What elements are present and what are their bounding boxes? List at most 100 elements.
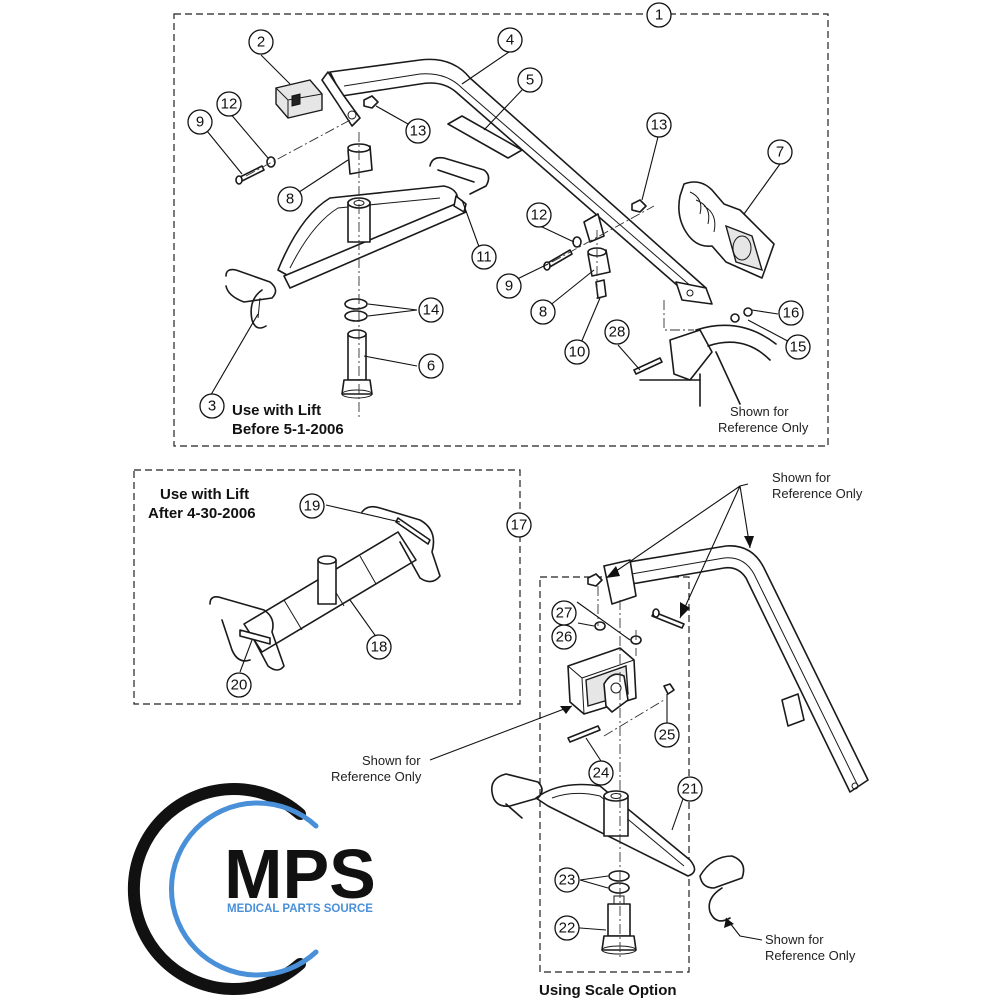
svg-text:15: 15	[790, 339, 807, 356]
bushing-8-right	[587, 247, 611, 277]
svg-text:10: 10	[569, 344, 586, 361]
callout-25: 25	[654, 722, 680, 748]
note-ref-top-1: Shown for	[730, 404, 789, 419]
bolt-24	[567, 725, 601, 743]
mps-logo: MPS MEDICAL PARTS SOURCE	[127, 783, 376, 995]
bolt-19	[395, 517, 431, 545]
svg-text:9: 9	[505, 278, 513, 295]
note-ref-left-1: Shown for	[362, 753, 421, 768]
nut-upper	[587, 573, 603, 587]
caption-after-line1: Use with Lift	[160, 486, 249, 503]
callout-24: 24	[588, 760, 614, 786]
callout-27: 27	[551, 600, 577, 626]
svg-text:18: 18	[371, 639, 388, 656]
caption-after-line2: After 4-30-2006	[148, 505, 256, 522]
note-ref-left-2: Reference Only	[331, 769, 422, 784]
snap-hook-reference	[708, 887, 731, 922]
spreader-bar-21	[490, 773, 745, 889]
nut-25	[663, 683, 675, 695]
bolt-20	[239, 629, 271, 645]
callout-8b: 8	[530, 299, 556, 325]
logo-swoosh-blue	[168, 800, 319, 978]
svg-text:11: 11	[476, 249, 492, 266]
callout-14: 14	[418, 297, 444, 323]
mount-bracket-reference	[633, 300, 777, 407]
assembly-21-boundary	[539, 576, 690, 973]
svg-text:14: 14	[423, 302, 440, 319]
spreader-bar-11	[225, 156, 490, 303]
bolt-upper	[651, 608, 685, 629]
svg-text:2: 2	[257, 34, 265, 51]
note-ref-right-1: Shown for	[772, 470, 831, 485]
boom-arm-4	[321, 58, 713, 305]
nut-13-right	[631, 199, 647, 213]
pin-10	[595, 279, 607, 299]
svg-text:12: 12	[221, 96, 238, 113]
note-ref-bottom-2: Reference Only	[765, 948, 856, 963]
callout-12a: 12	[216, 91, 242, 117]
leader-arrows	[560, 536, 754, 928]
svg-text:8: 8	[286, 191, 294, 208]
caption-scale-option: Using Scale Option	[539, 982, 677, 999]
post-22	[601, 895, 637, 955]
svg-text:25: 25	[659, 727, 676, 744]
svg-text:13: 13	[410, 123, 427, 140]
washer-12-right	[572, 236, 582, 248]
bushing-8-left	[347, 143, 373, 175]
callout-28: 28	[604, 319, 630, 345]
svg-text:7: 7	[776, 144, 784, 161]
callout-2: 2	[248, 29, 274, 55]
svg-text:26: 26	[556, 629, 573, 646]
callout-7: 7	[767, 139, 793, 165]
callout-8a: 8	[277, 186, 303, 212]
callout-10: 10	[564, 339, 590, 365]
note-ref-bottom-1: Shown for	[765, 932, 824, 947]
callout-4: 4	[497, 27, 523, 53]
callout-1: 1	[646, 2, 672, 28]
callout-5: 5	[517, 67, 543, 93]
callout-9b: 9	[496, 273, 522, 299]
svg-text:22: 22	[559, 920, 576, 937]
washer-12-left	[266, 156, 276, 168]
callout-17: 17	[506, 512, 532, 538]
callout-22: 22	[554, 915, 580, 941]
nut-13-left	[363, 95, 379, 109]
logo-subtitle: MEDICAL PARTS SOURCE	[227, 903, 373, 915]
callout-11: 11	[471, 244, 497, 270]
svg-text:3: 3	[208, 398, 216, 415]
washers-14	[344, 298, 368, 322]
callout-9a: 9	[187, 109, 213, 135]
scale-block-2	[275, 79, 323, 119]
callout-6: 6	[418, 353, 444, 379]
washer-26	[594, 621, 606, 631]
callout-bubbles: 1 2 3 4 5 6 7 8 8 9 9 10 11 12 12 13 13 …	[187, 2, 811, 941]
boom-arm-reference	[603, 545, 869, 793]
callout-21: 21	[677, 776, 703, 802]
svg-text:6: 6	[427, 358, 435, 375]
assembly-17-boundary	[133, 469, 521, 705]
callout-13a: 13	[405, 118, 431, 144]
svg-text:13: 13	[651, 117, 668, 134]
svg-text:28: 28	[609, 324, 626, 341]
note-ref-right-2: Reference Only	[772, 486, 863, 501]
leader-lines	[204, 14, 798, 941]
logo-mark: MPS	[224, 835, 376, 913]
spreader-bar-18	[209, 505, 441, 671]
svg-text:19: 19	[304, 498, 321, 515]
svg-text:9: 9	[196, 114, 204, 131]
decal-5	[447, 115, 523, 159]
svg-text:23: 23	[559, 872, 576, 889]
washers-23	[608, 870, 630, 894]
logo-swoosh-dark	[127, 783, 306, 995]
callout-13b: 13	[646, 112, 672, 138]
callout-12b: 12	[526, 202, 552, 228]
svg-text:12: 12	[531, 207, 548, 224]
actuator-7	[678, 181, 775, 279]
callout-19: 19	[299, 493, 325, 519]
callout-3: 3	[199, 393, 225, 419]
post-6	[341, 329, 373, 399]
snap-hook-3	[250, 289, 267, 329]
callout-23: 23	[554, 867, 580, 893]
callout-26: 26	[551, 624, 577, 650]
